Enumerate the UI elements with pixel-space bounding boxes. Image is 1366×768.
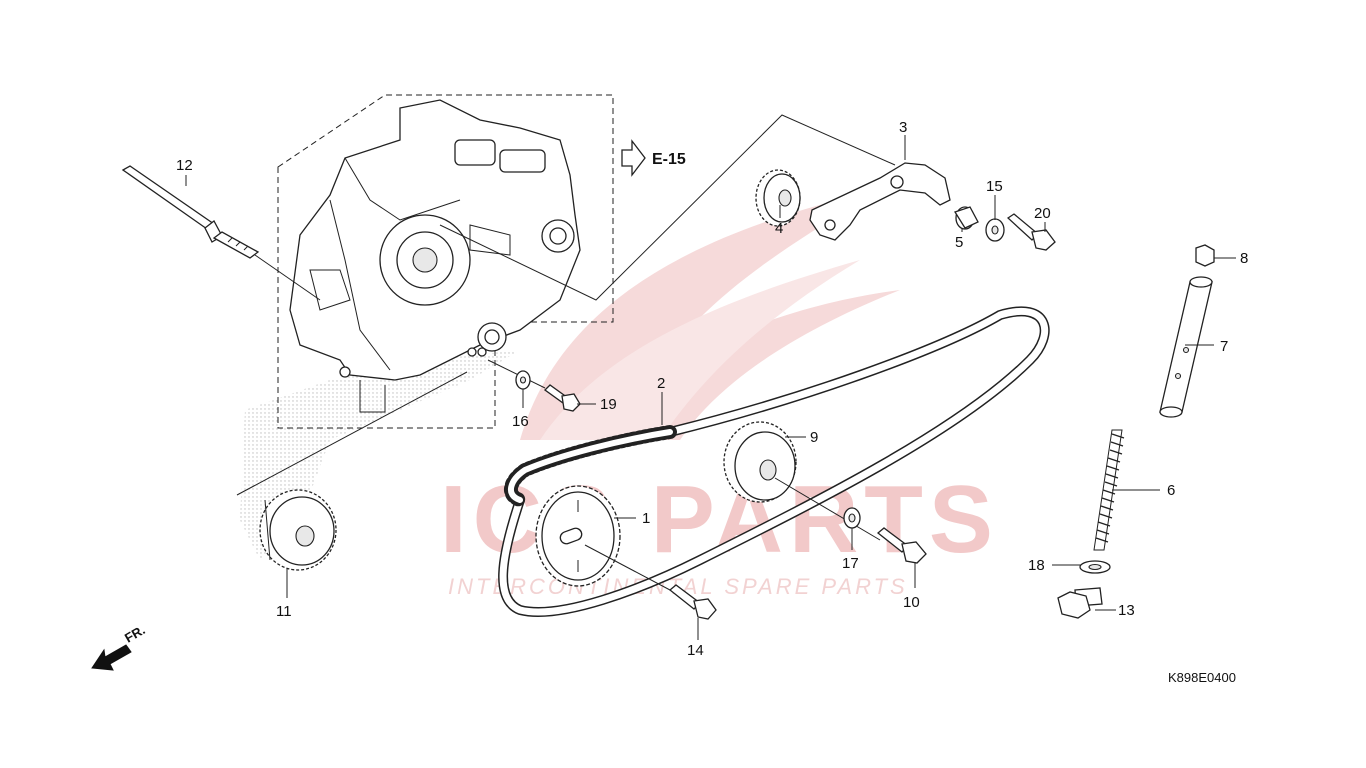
callout-18: 18	[1028, 557, 1045, 574]
callout-6: 6	[1167, 482, 1175, 499]
part-14-bolt	[668, 584, 717, 620]
engine-shadow	[240, 350, 520, 560]
callout-4: 4	[775, 220, 783, 237]
part-7-lifter-body	[1159, 276, 1213, 418]
part-3-tensioner-arm	[809, 162, 951, 241]
part-16-washer	[515, 370, 531, 390]
part-10-bolt	[876, 527, 927, 564]
part-18-washer	[1079, 560, 1111, 574]
part-17-washer	[843, 507, 861, 529]
part-15-washer	[985, 218, 1005, 242]
callout-5: 5	[955, 234, 963, 251]
leader-1-to-14	[584, 544, 671, 591]
callout-15: 15	[986, 178, 1003, 195]
part-11-gear	[259, 489, 337, 571]
part-5-collar	[954, 206, 979, 230]
callout-13: 13	[1118, 602, 1135, 619]
leader-crankcase-tensioner	[439, 114, 896, 301]
callout-9: 9	[810, 429, 818, 446]
part-9-guide-roller	[723, 421, 797, 503]
part-8-cap	[1195, 244, 1215, 267]
callout-14: 14	[687, 642, 704, 659]
part-6-spring	[1093, 429, 1125, 551]
reference-arrow: E-15	[621, 139, 686, 177]
callout-8: 8	[1240, 250, 1248, 267]
front-direction-indicator: FR.	[91, 622, 148, 671]
crankcase	[289, 99, 581, 413]
callout-11: 11	[276, 603, 292, 620]
leader-9-to-10	[774, 477, 881, 541]
part-19-bolt	[544, 384, 581, 412]
callout-10: 10	[903, 594, 920, 611]
part-12-stud-bolt	[121, 165, 321, 301]
watermark-wing-logo-inner	[540, 260, 860, 440]
callout-leaders	[185, 135, 1236, 640]
leader-crankcase-bolt19	[487, 359, 546, 389]
callout-3: 3	[899, 119, 907, 136]
callout-20: 20	[1034, 205, 1051, 222]
crankcase-dashed-box	[277, 94, 614, 429]
part-2-cam-chain	[498, 306, 1050, 617]
callout-17: 17	[842, 555, 859, 572]
callout-16: 16	[512, 413, 529, 430]
front-arrow-icon	[91, 644, 132, 671]
callout-1: 1	[642, 510, 650, 527]
part-13-plug-bolt	[1057, 587, 1103, 619]
drawing-code: K898E0400	[1168, 670, 1236, 685]
part-1-sprocket	[535, 485, 621, 587]
reference-label: E-15	[652, 151, 686, 168]
leader-crankcase-sprocket	[236, 371, 468, 496]
reference-arrow-icon	[621, 139, 646, 177]
part-20-bolt	[1006, 213, 1056, 251]
part-4-roller	[755, 169, 801, 227]
callout-labels: 1 2 3 4 5 6 7 8 9 10 11 12 13 14 15 16 1…	[176, 119, 1248, 659]
front-label: FR.	[122, 622, 148, 645]
callout-12: 12	[176, 157, 193, 174]
callout-2: 2	[657, 375, 665, 392]
callout-19: 19	[600, 396, 617, 413]
callout-7: 7	[1220, 338, 1228, 355]
